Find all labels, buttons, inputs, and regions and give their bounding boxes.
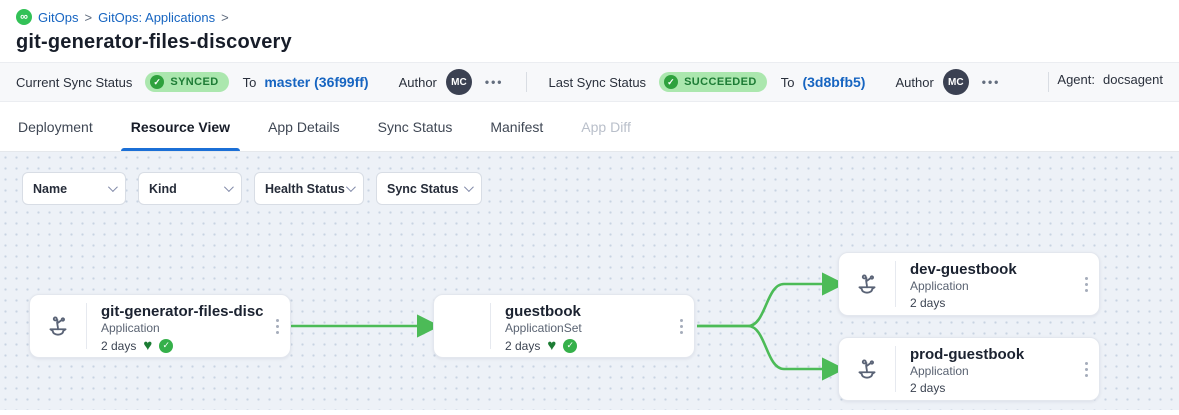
agent-label: Agent:: [1057, 72, 1095, 87]
breadcrumb-gitops[interactable]: GitOps: [38, 9, 79, 25]
node-icon-column: [30, 295, 86, 357]
node-divider: [895, 261, 896, 307]
node-age: 2 days: [101, 338, 137, 353]
current-sync-revision-link[interactable]: master (36f99ff): [264, 74, 369, 90]
filter-bar: Name Kind Health Status Sync Status: [22, 172, 482, 205]
node-body: dev-guestbook Application 2 days: [896, 253, 1073, 315]
node-prod-guestbook[interactable]: prod-guestbook Application 2 days: [838, 337, 1100, 401]
node-kebab-menu[interactable]: [668, 295, 694, 357]
node-kebab-menu[interactable]: [1073, 253, 1099, 315]
filter-kind-dropdown[interactable]: Kind: [138, 172, 242, 205]
breadcrumb-separator: >: [84, 9, 93, 25]
health-heart-icon: ♥: [547, 337, 557, 354]
last-sync-status-label: Last Sync Status: [548, 74, 647, 90]
gitops-logo-icon: ∞: [16, 9, 32, 25]
node-body: prod-guestbook Application 2 days: [896, 338, 1073, 400]
last-sync-author-avatar: MC: [942, 69, 969, 95]
node-icon-column: [839, 253, 895, 315]
chevron-down-icon: [223, 182, 234, 193]
node-icon-column: [839, 338, 895, 400]
node-body: guestbook ApplicationSet 2 days ♥ ✓: [491, 295, 668, 357]
node-divider: [86, 303, 87, 349]
node-body: git-generator-files-disco... Application…: [87, 295, 264, 357]
resource-graph-canvas: Name Kind Health Status Sync Status: [0, 152, 1179, 410]
current-sync-status-badge: ✓ SYNCED: [145, 72, 229, 92]
last-sync-to-label: To: [780, 74, 795, 90]
node-kind: Application: [910, 364, 969, 378]
breadcrumb-applications[interactable]: GitOps: Applications: [98, 9, 216, 25]
status-bar-divider: [1048, 72, 1050, 92]
last-sync-menu-button[interactable]: •••: [981, 75, 1001, 89]
synced-check-icon: ✓: [159, 338, 174, 353]
chevron-down-icon: [463, 182, 474, 193]
filter-name-dropdown[interactable]: Name: [22, 172, 126, 205]
filter-health-status-dropdown[interactable]: Health Status: [254, 172, 364, 205]
check-circle-icon: ✓: [150, 75, 165, 89]
last-sync-badge-text: SUCCEEDED: [684, 76, 757, 88]
synced-check-icon: ✓: [563, 338, 578, 353]
edge-guestbook-to-prod: [697, 324, 846, 381]
filter-label: Name: [33, 181, 68, 196]
agent-info: Agent: docsagent: [1048, 72, 1163, 92]
filter-label: Health Status: [265, 181, 345, 196]
current-sync-author-avatar: MC: [445, 69, 472, 95]
chevron-down-icon: [107, 182, 118, 193]
page-title: git-generator-files-discovery: [16, 31, 292, 53]
current-sync-status-label: Current Sync Status: [16, 74, 133, 90]
node-kebab-menu[interactable]: [264, 295, 290, 357]
breadcrumb: ∞ GitOps > GitOps: Applications >: [16, 9, 1163, 25]
node-kebab-menu[interactable]: [1073, 338, 1099, 400]
chevron-down-icon: [345, 182, 356, 193]
current-sync-menu-button[interactable]: •••: [484, 75, 504, 89]
current-sync-badge-text: SYNCED: [170, 76, 219, 88]
node-title: guestbook: [505, 303, 581, 320]
filter-sync-status-dropdown[interactable]: Sync Status: [376, 172, 482, 205]
breadcrumb-separator: >: [221, 9, 229, 25]
node-git-generator-files-discovery[interactable]: git-generator-files-disco... Application…: [29, 294, 291, 358]
tab-app-details[interactable]: App Details: [268, 118, 340, 135]
node-divider: [895, 346, 896, 392]
node-dev-guestbook[interactable]: dev-guestbook Application 2 days: [838, 252, 1100, 316]
node-title: prod-guestbook: [910, 346, 1025, 363]
node-icon-column: [434, 295, 490, 357]
tab-sync-status[interactable]: Sync Status: [377, 118, 453, 135]
application-icon: [49, 316, 67, 336]
last-sync-status-badge: ✓ SUCCEEDED: [659, 72, 767, 92]
node-kind: Application: [910, 279, 969, 293]
tab-deployment[interactable]: Deployment: [18, 118, 93, 135]
node-guestbook[interactable]: guestbook ApplicationSet 2 days ♥ ✓: [433, 294, 695, 358]
application-icon: [858, 274, 876, 294]
node-divider: [490, 303, 491, 349]
application-icon: [858, 359, 876, 379]
page-header: ∞ GitOps > GitOps: Applications > git-ge…: [0, 0, 1179, 62]
edge-guestbook-to-dev: [697, 272, 846, 328]
node-age: 2 days: [505, 338, 541, 353]
node-title: dev-guestbook: [910, 261, 1017, 278]
last-sync-revision-link[interactable]: (3d8bfb5): [802, 74, 866, 90]
current-sync-to-label: To: [242, 74, 257, 90]
current-sync-author-label: Author: [398, 74, 437, 90]
health-heart-icon: ♥: [143, 337, 153, 354]
node-age: 2 days: [910, 381, 946, 395]
status-bar: Current Sync Status ✓ SYNCED To master (…: [0, 62, 1179, 102]
agent-value: docsagent: [1103, 72, 1163, 87]
filter-label: Kind: [149, 181, 177, 196]
tab-app-diff[interactable]: App Diff: [581, 118, 631, 135]
filter-label: Sync Status: [387, 181, 459, 196]
tab-manifest[interactable]: Manifest: [490, 118, 544, 135]
node-kind: ApplicationSet: [505, 321, 582, 335]
node-kind: Application: [101, 321, 160, 335]
node-title: git-generator-files-disco...: [101, 303, 264, 320]
tab-bar: Deployment Resource View App Details Syn…: [0, 102, 1179, 152]
node-age: 2 days: [910, 296, 946, 310]
status-bar-divider: [525, 72, 527, 92]
tab-resource-view[interactable]: Resource View: [120, 102, 241, 151]
check-circle-icon: ✓: [664, 75, 679, 89]
last-sync-author-label: Author: [895, 74, 934, 90]
